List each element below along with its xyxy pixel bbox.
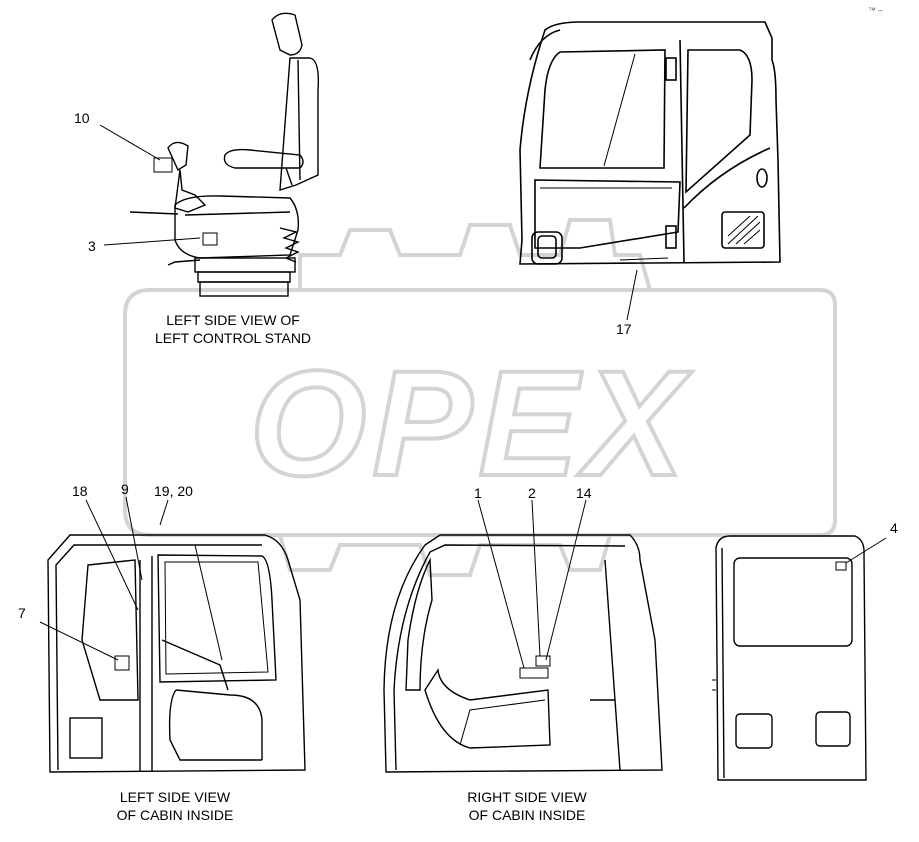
callout-2: 2 <box>528 485 536 501</box>
cab-rear-drawing <box>712 535 887 781</box>
caption-cabin-right: RIGHT SIDE VIEW OF CABIN INSIDE <box>432 788 622 824</box>
cab-exterior-drawing <box>519 21 781 321</box>
callout-7: 7 <box>18 605 26 621</box>
caption-cabin-left-line1: LEFT SIDE VIEW <box>119 789 231 805</box>
watermark-text: OPEX <box>250 339 693 507</box>
callout-19-20: 19, 20 <box>154 483 193 499</box>
callout-14: 14 <box>576 485 592 501</box>
callout-17: 17 <box>616 321 632 337</box>
caption-control-stand-line1: LEFT SIDE VIEW OF <box>166 312 300 328</box>
seat-drawing <box>99 12 320 297</box>
cabin-left-inside-drawing <box>39 496 306 773</box>
watermark-logo <box>123 218 837 577</box>
caption-cabin-right-line1: RIGHT SIDE VIEW <box>467 789 587 805</box>
callout-4: 4 <box>890 520 898 536</box>
caption-cabin-left-line2: OF CABIN INSIDE <box>116 807 234 823</box>
caption-cabin-left: LEFT SIDE VIEW OF CABIN INSIDE <box>80 788 270 824</box>
caption-control-stand-line2: LEFT CONTROL STAND <box>154 330 312 346</box>
callout-3: 3 <box>88 238 96 254</box>
callout-18: 18 <box>72 483 88 499</box>
callout-9: 9 <box>121 481 129 497</box>
callout-1: 1 <box>474 485 482 501</box>
cabin-right-inside-drawing <box>383 499 663 773</box>
caption-control-stand: LEFT SIDE VIEW OF LEFT CONTROL STAND <box>128 311 338 347</box>
callout-10: 10 <box>74 110 90 126</box>
caption-cabin-right-line2: OF CABIN INSIDE <box>468 807 586 823</box>
corner-mark: ™ – <box>868 6 883 15</box>
